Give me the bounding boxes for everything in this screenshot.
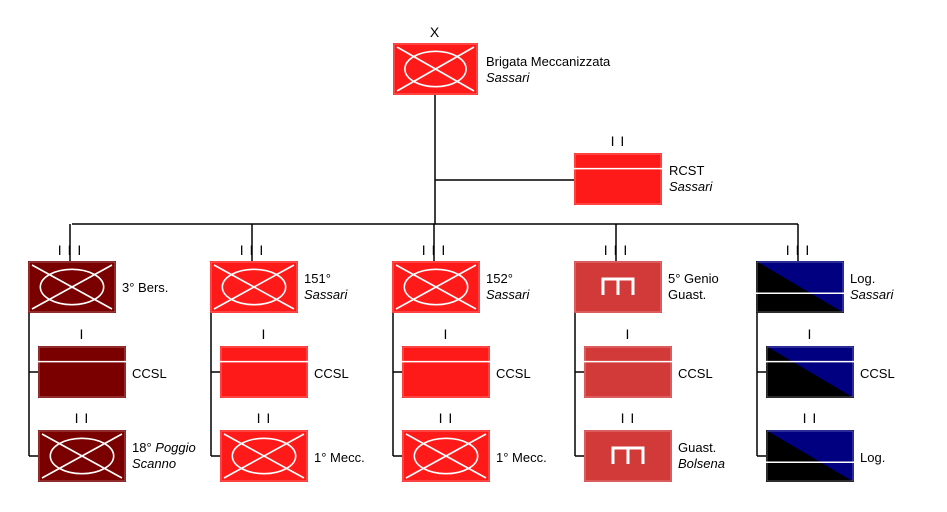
unit-frame-shade	[766, 430, 854, 482]
engineer-symbol-icon	[601, 277, 635, 295]
unit-frame-inner	[402, 346, 490, 398]
regiment-echelon: I I I	[421, 242, 447, 258]
armor-oval-icon	[221, 268, 287, 306]
unit-frame-inner	[574, 153, 662, 205]
regiment-echelon: I I I	[239, 242, 265, 258]
subunit-symbol	[584, 346, 672, 398]
subunit-echelon: I	[261, 326, 267, 342]
hq-unit-symbol	[393, 43, 478, 95]
subunit-label: 1° Mecc.	[496, 450, 547, 465]
subunit-label: 1° Mecc.	[314, 450, 365, 465]
unit-frame-inner	[392, 261, 480, 313]
infantry-cross-icon	[213, 264, 295, 310]
unit-frame-shade	[766, 346, 854, 398]
regiment-label: Log.Sassari	[850, 271, 894, 302]
subunit-echelon: I I	[256, 410, 272, 426]
regiment-echelon: I I I	[603, 242, 629, 258]
subunit-echelon: I I	[438, 410, 454, 426]
infantry-cross-icon	[396, 46, 475, 92]
unit-frame	[584, 346, 672, 398]
armor-oval-icon	[231, 437, 297, 475]
armor-oval-icon	[49, 437, 115, 475]
subunit-symbol	[584, 430, 672, 482]
unit-frame-inner	[584, 430, 672, 482]
subunit-symbol	[402, 430, 490, 482]
regiment-unit-symbol	[756, 261, 844, 313]
subunit-echelon: I	[443, 326, 449, 342]
unit-frame-inner	[220, 346, 308, 398]
infantry-cross-icon	[223, 433, 305, 479]
subunit-label: CCSL	[314, 366, 349, 381]
unit-frame-inner	[210, 261, 298, 313]
unit-frame-inner	[220, 430, 308, 482]
regiment-unit-symbol	[574, 261, 662, 313]
unit-frame	[402, 346, 490, 398]
armor-oval-icon	[404, 50, 467, 88]
subunit-symbol	[766, 346, 854, 398]
unit-frame-inner	[766, 346, 854, 398]
armor-oval-icon	[413, 437, 479, 475]
regiment-label: 151°Sassari	[304, 271, 348, 302]
subunit-echelon: I I	[802, 410, 818, 426]
subunit-label: Guast.Bolsena	[678, 440, 725, 471]
subunit-symbol	[220, 430, 308, 482]
subunit-label: Log.	[860, 450, 886, 465]
unit-frame	[220, 346, 308, 398]
unit-frame-inner	[402, 430, 490, 482]
subunit-symbol	[220, 346, 308, 398]
support-unit-symbol	[574, 153, 662, 205]
unit-frame-inner	[38, 430, 126, 482]
subunit-label: CCSL	[678, 366, 713, 381]
subunit-echelon: I	[625, 326, 631, 342]
subunit-label: CCSL	[132, 366, 167, 381]
armor-oval-icon	[39, 268, 105, 306]
unit-frame-shade	[756, 261, 844, 313]
unit-frame-inner	[574, 261, 662, 313]
hq-echelon: X	[429, 24, 441, 40]
engineer-symbol-icon	[611, 446, 645, 464]
subunit-label: CCSL	[860, 366, 895, 381]
regiment-echelon: I I I	[57, 242, 83, 258]
regiment-echelon: I I I	[785, 242, 811, 258]
unit-frame-inner	[38, 346, 126, 398]
support-echelon: I I	[610, 133, 626, 149]
unit-frame-inner	[766, 430, 854, 482]
regiment-unit-symbol	[210, 261, 298, 313]
subunit-label: CCSL	[496, 366, 531, 381]
regiment-unit-symbol	[28, 261, 116, 313]
unit-frame-inner	[28, 261, 116, 313]
subunit-symbol	[402, 346, 490, 398]
unit-frame	[38, 346, 126, 398]
infantry-cross-icon	[395, 264, 477, 310]
subunit-symbol	[38, 430, 126, 482]
subunit-symbol	[38, 346, 126, 398]
unit-frame-inner	[393, 43, 478, 95]
infantry-cross-icon	[405, 433, 487, 479]
subunit-echelon: I I	[74, 410, 90, 426]
regiment-label: 3° Bers.	[122, 280, 169, 295]
regiment-unit-symbol	[392, 261, 480, 313]
unit-frame-inner	[584, 346, 672, 398]
subunit-echelon: I	[79, 326, 85, 342]
unit-frame	[574, 153, 662, 205]
infantry-cross-icon	[41, 433, 123, 479]
infantry-cross-icon	[31, 264, 113, 310]
unit-frame-inner	[756, 261, 844, 313]
subunit-echelon: I	[807, 326, 813, 342]
armor-oval-icon	[403, 268, 469, 306]
regiment-label: 152°Sassari	[486, 271, 530, 302]
subunit-echelon: I I	[620, 410, 636, 426]
subunit-symbol	[766, 430, 854, 482]
